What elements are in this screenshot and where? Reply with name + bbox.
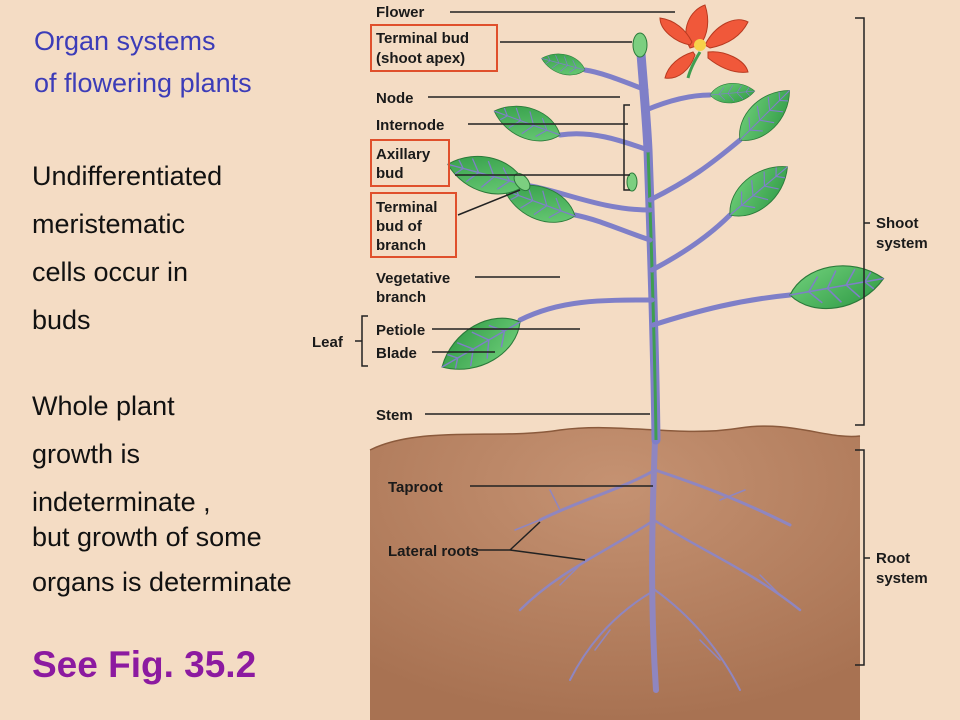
label-terminal-bud-branch-1: Terminal xyxy=(376,199,437,216)
label-node: Node xyxy=(376,90,414,107)
label-terminal-bud-2: (shoot apex) xyxy=(376,50,465,67)
text-line: growth is xyxy=(32,439,141,469)
label-vegetative-branch-1: Vegetative xyxy=(376,270,450,287)
label-terminal-bud-branch-2: bud of xyxy=(376,218,423,235)
label-root-system-2: system xyxy=(876,570,928,587)
figure-reference: See Fig. 35.2 xyxy=(32,644,257,685)
paragraph-buds: Undifferentiated meristematic cells occu… xyxy=(32,152,222,344)
text-line: Whole plant xyxy=(32,391,175,421)
label-internode: Internode xyxy=(376,117,444,134)
soil xyxy=(370,426,860,720)
label-root-system-1: Root xyxy=(876,550,910,567)
label-stem: Stem xyxy=(376,407,413,424)
text-line: indeterminate , xyxy=(32,487,211,517)
text-line: buds xyxy=(32,305,91,335)
paragraph-determinate: but growth of some organs is determinate xyxy=(32,515,292,605)
highlight-boxes xyxy=(370,24,498,258)
label-shoot-system-1: Shoot xyxy=(876,215,919,232)
title-line: Organ systems xyxy=(34,26,216,56)
label-blade: Blade xyxy=(376,345,417,362)
label-terminal-bud-branch-3: branch xyxy=(376,237,426,254)
text-line: meristematic xyxy=(32,209,186,239)
label-axillary-bud-1: Axillary xyxy=(376,146,431,163)
leaves xyxy=(431,48,888,385)
label-axillary-bud-2: bud xyxy=(376,165,404,182)
label-leaf: Leaf xyxy=(312,334,344,351)
label-petiole: Petiole xyxy=(376,322,425,339)
label-flower: Flower xyxy=(376,4,425,21)
flower xyxy=(659,4,749,79)
text-line: organs is determinate xyxy=(32,567,292,597)
label-lateral-roots: Lateral roots xyxy=(388,543,479,560)
label-vegetative-branch-2: branch xyxy=(376,289,426,306)
text-line: Undifferentiated xyxy=(32,161,223,191)
roots xyxy=(514,437,802,693)
slide-title: Organ systems of flowering plants xyxy=(34,20,252,104)
paragraph-growth: Whole plant growth is indeterminate , xyxy=(32,382,211,526)
branches xyxy=(517,67,793,328)
title-line: of flowering plants xyxy=(34,68,252,98)
leader-lines xyxy=(355,11,870,666)
label-terminal-bud-1: Terminal bud xyxy=(376,30,469,47)
text-line: cells occur in xyxy=(32,257,189,287)
label-shoot-system-2: system xyxy=(876,235,928,252)
text-line: but growth of some xyxy=(32,522,262,552)
soil-surface xyxy=(369,425,861,451)
label-taproot: Taproot xyxy=(388,479,443,496)
